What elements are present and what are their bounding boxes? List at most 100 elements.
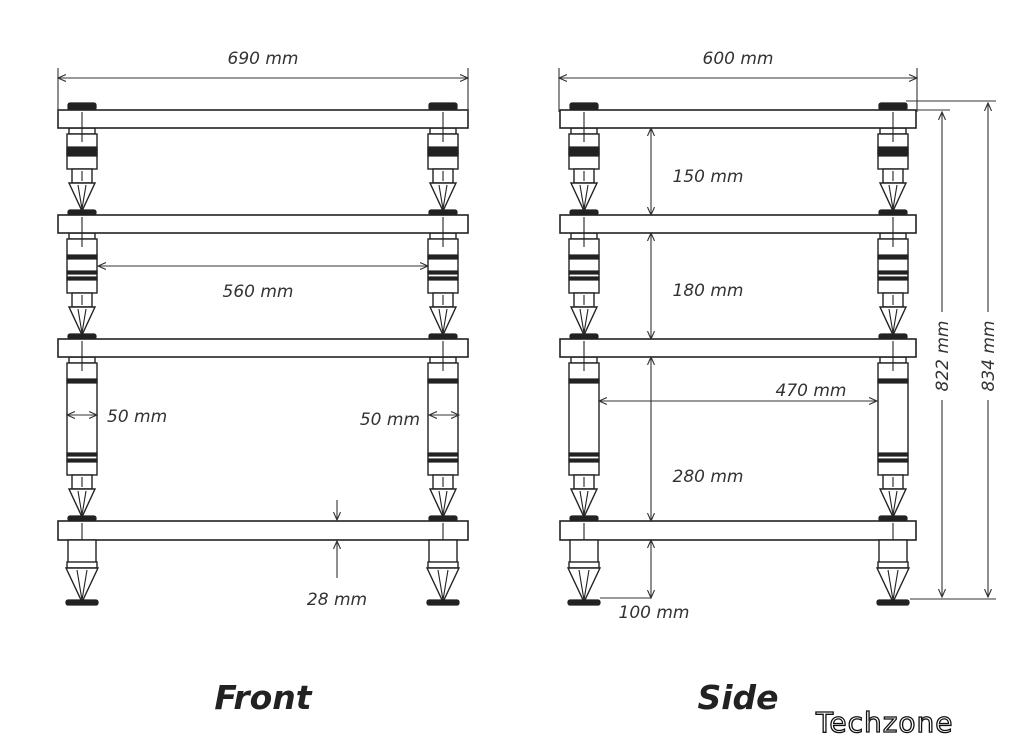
side-view-title: Side [697, 678, 778, 717]
spike-line [583, 184, 589, 210]
shelf [57, 520, 469, 541]
spike-cone [428, 306, 458, 337]
leg-ring [427, 254, 459, 260]
top-cap [878, 102, 908, 111]
spike-cone [67, 306, 97, 337]
side-inner-depth-label: 470 mm [776, 381, 847, 401]
foot-ring [66, 561, 98, 569]
front-dimensions [58, 68, 468, 578]
foot-collar [569, 539, 599, 565]
foot-line [583, 569, 590, 601]
foot-line [76, 569, 83, 601]
front-shelf-thickness-label: 28 mm [307, 590, 367, 610]
spike-line [583, 490, 589, 516]
foot-cone [64, 567, 100, 604]
front-view [57, 102, 469, 606]
leg-ring [66, 146, 98, 151]
leg-ring [427, 452, 459, 457]
spike-line [77, 490, 83, 516]
leg-column [66, 238, 98, 294]
leg-ring [427, 276, 459, 281]
foot-ring [427, 561, 459, 569]
shelf [57, 109, 469, 129]
foot-line [442, 569, 449, 601]
side-view [559, 102, 917, 606]
spike-cone [569, 488, 599, 519]
spike-line [579, 490, 585, 516]
spike-line [81, 490, 87, 516]
foot-cone [875, 567, 911, 604]
leg-ring [877, 452, 909, 457]
leg-ring [568, 146, 600, 151]
leg-ring [568, 458, 600, 463]
floor-pad [876, 599, 910, 606]
spike-line [579, 308, 585, 334]
leg-ring [877, 270, 909, 275]
foot-line [578, 569, 585, 601]
leg-ring [877, 146, 909, 151]
leg-ring [66, 152, 98, 157]
leg-ring [568, 270, 600, 275]
leg-column [877, 238, 909, 294]
foot-cone [566, 567, 602, 604]
leg-ring [427, 378, 459, 384]
spike-cone [67, 182, 97, 213]
leg-ring [66, 254, 98, 260]
foot-ring [877, 561, 909, 569]
leg-ring [66, 458, 98, 463]
shelf [57, 338, 469, 358]
shelf [559, 520, 917, 541]
shelf [559, 214, 917, 234]
top-cap [428, 102, 458, 111]
spike-line [892, 490, 898, 516]
front-labels: 690 mm 560 mm 50 mm 50 mm 28 mm Front [107, 49, 420, 717]
spike-line [583, 308, 589, 334]
spike-cone [428, 488, 458, 519]
spike-line [888, 308, 894, 334]
leg-ring [66, 452, 98, 457]
side-gap2-label: 180 mm [673, 281, 744, 301]
foot-collar [878, 539, 908, 565]
spike-line [442, 490, 448, 516]
spike-line [892, 184, 898, 210]
side-gap3-label: 280 mm [673, 467, 744, 487]
brand-logo: Techzone [815, 706, 954, 739]
spike-line [81, 184, 87, 210]
spike-line [438, 184, 444, 210]
spike-cone [67, 488, 97, 519]
leg-ring [568, 152, 600, 157]
leg-ring [427, 146, 459, 151]
front-left-leg-label: 50 mm [107, 407, 167, 427]
spike-line [888, 490, 894, 516]
foot-line [437, 569, 444, 601]
leg-ring [66, 276, 98, 281]
leg-ring [427, 152, 459, 157]
foot-ring [568, 561, 600, 569]
leg-ring [568, 254, 600, 260]
leg-column [427, 238, 459, 294]
side-height-822-label: 822 mm [933, 321, 953, 392]
side-gap1-label: 150 mm [673, 167, 744, 187]
spike-cone [428, 182, 458, 213]
leg-ring [66, 270, 98, 275]
side-labels: 600 mm 150 mm 180 mm 470 mm 280 mm 100 m… [619, 49, 999, 717]
spike-cone [878, 488, 908, 519]
spike-line [77, 308, 83, 334]
top-cap [67, 102, 97, 111]
front-view-title: Front [214, 678, 312, 717]
front-inner-width-label: 560 mm [223, 282, 294, 302]
spike-line [438, 490, 444, 516]
foot-collar [428, 539, 458, 565]
top-cap [569, 102, 599, 111]
leg-column [568, 238, 600, 294]
shelf [559, 338, 917, 358]
foot-collar [67, 539, 97, 565]
floor-pad [65, 599, 99, 606]
side-height-834-label: 834 mm [979, 321, 999, 392]
spike-cone [569, 182, 599, 213]
front-width-label: 690 mm [228, 49, 299, 69]
side-bottom-clearance-label: 100 mm [619, 603, 690, 623]
leg-ring [877, 152, 909, 157]
leg-ring [877, 378, 909, 384]
